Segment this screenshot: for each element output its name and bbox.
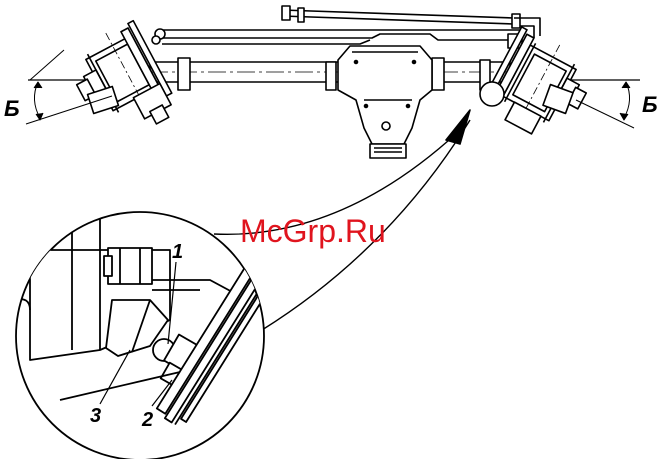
callout-label-3: 3 bbox=[90, 405, 101, 427]
differential-housing bbox=[338, 46, 432, 158]
tie-rod bbox=[152, 29, 520, 44]
drag-link bbox=[282, 6, 540, 48]
flange-center-left bbox=[326, 62, 336, 90]
camber-angle-right bbox=[576, 82, 634, 128]
callout-label-1: 1 bbox=[172, 241, 183, 263]
label-angle-left: Б bbox=[4, 96, 20, 121]
flange-center-right bbox=[432, 58, 444, 90]
label-angle-right: Б bbox=[642, 92, 658, 117]
watermark: McGrp.Ru bbox=[240, 213, 386, 249]
callout-label-2: 2 bbox=[141, 409, 153, 431]
detail-origin-circle bbox=[480, 82, 504, 106]
flange-left bbox=[178, 58, 190, 90]
